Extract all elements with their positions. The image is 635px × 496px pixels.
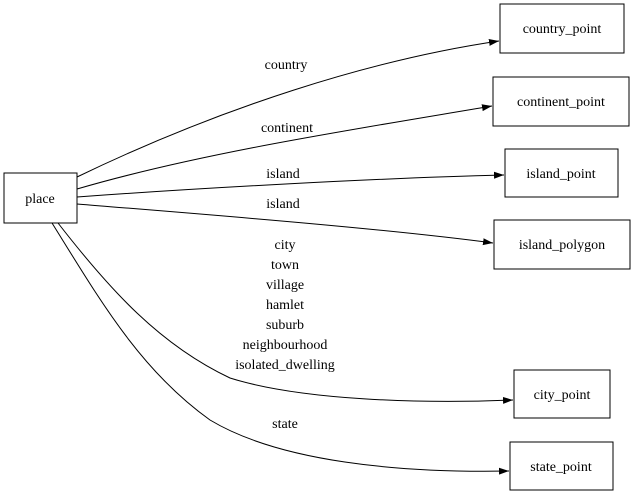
node-city-point-label: city_point — [534, 388, 591, 403]
edge-place-city_point — [57, 222, 514, 404]
node-city-point: city_point — [513, 369, 611, 419]
node-place-box — [3, 172, 78, 224]
edge-label-city-multiline: city town village hamlet suburb neighbou… — [235, 238, 335, 373]
node-state-point: state_point — [509, 441, 614, 491]
edge-label-hamlet-line: hamlet — [266, 298, 304, 313]
edge-place-state_point — [51, 222, 510, 475]
node-state-point-box — [509, 441, 614, 491]
node-continent-point: continent_point — [492, 76, 630, 127]
edge-place-island_point — [76, 171, 505, 198]
edge-label-suburb-line: suburb — [266, 318, 304, 333]
node-continent-point-box — [492, 76, 630, 127]
node-island-polygon: island_polygon — [493, 219, 631, 270]
edge-label-country: country — [265, 58, 308, 73]
node-country-point-label: country_point — [523, 22, 602, 37]
node-country-point-box — [499, 3, 625, 54]
node-place: place — [3, 172, 78, 224]
node-place-label: place — [25, 192, 55, 207]
edge-place-island_polygon — [76, 203, 494, 246]
edge-label-isolated-dwelling-line: isolated_dwelling — [235, 358, 335, 373]
node-country-point: country_point — [499, 3, 625, 54]
edge-label-island-polygon: island — [266, 197, 299, 212]
edge-label-city-line: city — [275, 238, 296, 253]
edge-place-country_point — [76, 38, 500, 178]
edge-place-continent_point — [76, 104, 493, 190]
node-island-polygon-box — [493, 219, 631, 270]
edge-label-village-line: village — [266, 278, 304, 293]
node-island-point-label: island_point — [526, 167, 595, 182]
node-city-point-box — [513, 369, 611, 419]
edge-label-state: state — [272, 417, 298, 432]
node-island-point-box — [504, 148, 619, 198]
node-island-point: island_point — [504, 148, 619, 198]
edge-label-neighbourhood-line: neighbourhood — [243, 338, 328, 353]
edge-label-town-line: town — [271, 258, 299, 273]
node-island-polygon-label: island_polygon — [519, 238, 605, 253]
node-state-point-label: state_point — [530, 460, 592, 475]
node-continent-point-label: continent_point — [517, 95, 605, 110]
edge-label-continent: continent — [261, 121, 313, 136]
edge-label-island-point: island — [266, 167, 299, 182]
